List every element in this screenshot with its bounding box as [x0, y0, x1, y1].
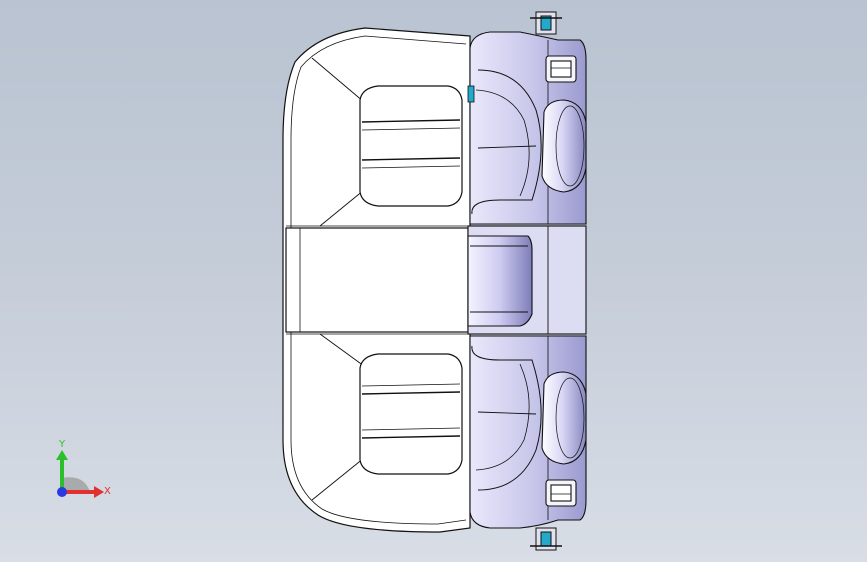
headrest-lower[interactable]: [541, 371, 587, 465]
z-axis-dot: [57, 487, 67, 497]
headrest-upper[interactable]: [541, 99, 587, 193]
y-axis-label: Y: [59, 439, 66, 450]
seat-clip[interactable]: [467, 85, 475, 103]
anchor-bracket-top[interactable]: [530, 11, 562, 35]
triad-graphic: [56, 450, 104, 498]
latch-upper[interactable]: [545, 55, 577, 83]
anchor-bracket-bottom[interactable]: [530, 527, 562, 551]
coordinate-triad: Y X: [48, 440, 118, 510]
triad-plane: [62, 477, 90, 492]
seat-cushion[interactable]: [282, 27, 471, 533]
latch-lower[interactable]: [545, 479, 577, 507]
x-axis-label: X: [104, 486, 111, 497]
